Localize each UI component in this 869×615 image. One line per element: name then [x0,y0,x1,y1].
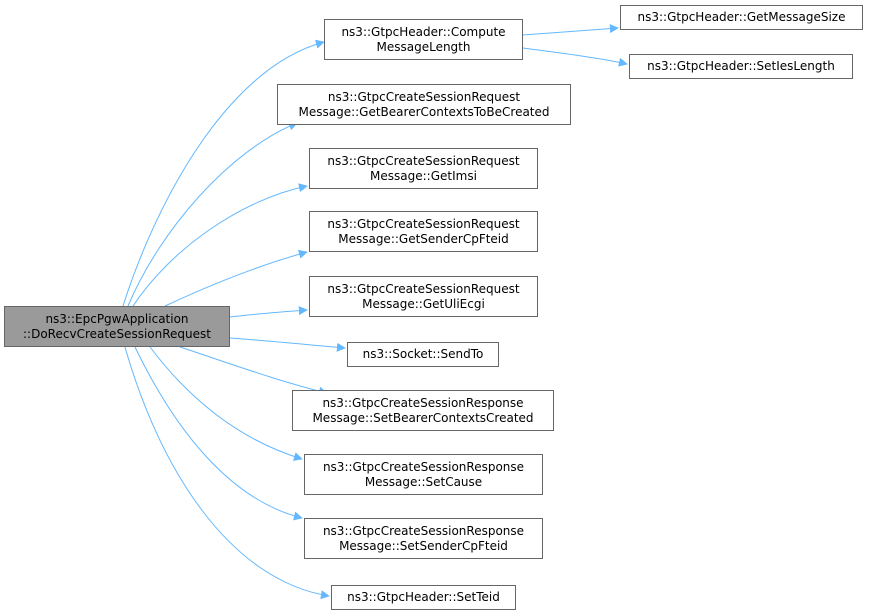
node-label-line1: ns3::GtpcCreateSessionRequest [327,89,521,104]
edge-root-to-get-uli-ecgi [229,306,308,318]
node-label-line2: Message::GetUliEcgi [362,296,485,311]
node-get-bearer-contexts-to-be-created[interactable]: ns3::GtpcCreateSessionRequest Message::G… [277,84,571,125]
edge-root-to-set-bearer-contexts-created [179,346,328,396]
node-label-line1: ns3::EpcPgwApplication [45,311,189,326]
node-label: ns3::GtpcHeader::SetTeid [347,590,500,604]
node-label-line2: Message::GetBearerContextsToBeCreated [298,104,550,119]
node-get-sender-cp-fteid[interactable]: ns3::GtpcCreateSessionRequest Message::G… [309,211,538,252]
edge-root-to-get-imsi [132,183,308,307]
node-label: ns3::GtpcHeader::SetIesLength [647,59,835,73]
edge-root-to-get-sender-cp-fteid [164,249,308,307]
node-label-line1: ns3::GtpcCreateSessionResponse [322,395,524,410]
node-label-line2: Message::SetBearerContextsCreated [312,410,534,425]
node-get-imsi[interactable]: ns3::GtpcCreateSessionRequest Message::G… [309,148,538,189]
edge-root-to-compute-message-length [122,39,325,307]
node-label-line2: Message::GetSenderCpFteid [338,231,509,246]
node-get-message-size[interactable]: ns3::GtpcHeader::GetMessageSize [620,5,863,30]
node-label-line1: ns3::GtpcCreateSessionResponse [322,459,525,474]
edge-root-to-set-teid [124,346,330,600]
node-set-sender-cp-fteid[interactable]: ns3::GtpcCreateSessionResponse Message::… [304,518,543,559]
node-root-do-recv-create-session-request: ns3::EpcPgwApplication ::DoRecvCreateSes… [4,306,230,347]
edge-compute-message-length-to-get-message-size [522,24,619,36]
node-label-line1: ns3::GtpcCreateSessionRequest [327,281,520,296]
node-label-line1: ns3::GtpcCreateSessionRequest [327,216,520,231]
edge-root-to-set-sender-cp-fteid [134,346,303,521]
node-set-teid[interactable]: ns3::GtpcHeader::SetTeid [331,585,516,610]
edge-root-to-socket-send-to [229,337,346,352]
node-label-line2: ::DoRecvCreateSessionRequest [23,326,211,341]
edge-compute-message-length-to-set-ies-length [522,47,628,67]
node-label-line2: MessageLength [376,39,471,54]
node-label: ns3::Socket::SendTo [362,347,484,361]
node-label-line2: Message::SetCause [364,474,483,489]
node-socket-send-to[interactable]: ns3::Socket::SendTo [347,342,499,367]
node-label-line2: Message::SetSenderCpFteid [339,538,508,553]
node-label-line1: ns3::GtpcHeader::Compute [341,24,506,39]
node-set-ies-length[interactable]: ns3::GtpcHeader::SetIesLength [629,54,853,79]
node-label-line1: ns3::GtpcCreateSessionResponse [322,523,525,538]
node-label-line1: ns3::GtpcCreateSessionRequest [327,153,520,168]
node-set-bearer-contexts-created[interactable]: ns3::GtpcCreateSessionResponse Message::… [292,390,554,431]
node-label: ns3::GtpcHeader::GetMessageSize [637,10,846,24]
edge-root-to-get-bearer-contexts [127,121,298,307]
node-set-cause[interactable]: ns3::GtpcCreateSessionResponse Message::… [304,454,543,495]
node-label-line2: Message::GetImsi [370,168,477,183]
node-compute-message-length[interactable]: ns3::GtpcHeader::Compute MessageLength [324,19,523,60]
edge-root-to-set-cause [149,346,303,461]
node-get-uli-ecgi[interactable]: ns3::GtpcCreateSessionRequest Message::G… [309,276,538,317]
